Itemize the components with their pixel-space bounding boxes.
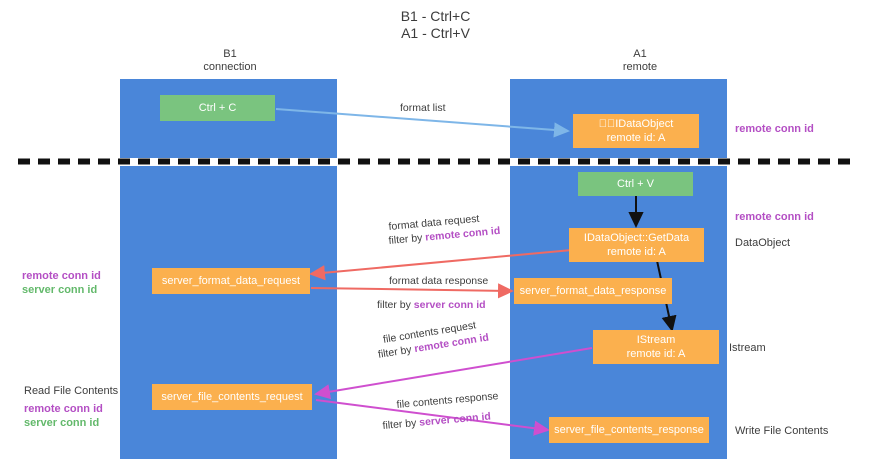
label-format-data-request-filter-prefix: filter by bbox=[388, 231, 426, 247]
note-left-server-conn-id-2: server conn id bbox=[24, 417, 100, 429]
note-dataobject: DataObject bbox=[735, 237, 791, 249]
note-left-remote-conn-id-1: remote conn id bbox=[22, 270, 101, 282]
note-remote-conn-id-mid: remote conn id bbox=[735, 211, 814, 223]
box-ctrl-v-label: Ctrl + V bbox=[617, 178, 654, 190]
title-line-1: B1 - Ctrl+C bbox=[400, 8, 471, 24]
box-istream-line-1: IStream bbox=[636, 334, 676, 346]
box-server-format-data-response[interactable]: server_format_data_response bbox=[514, 278, 672, 304]
box-server-format-data-request[interactable]: server_format_data_request bbox=[152, 268, 310, 294]
box-idataobject-line-2: remote id: A bbox=[606, 132, 666, 144]
label-format-data-response-filter-key: server conn id bbox=[413, 299, 486, 311]
box-server-file-contents-response[interactable]: server_file_contents_response bbox=[549, 417, 709, 443]
note-read-file-contents: Read File Contents bbox=[24, 385, 119, 397]
label-format-data-response: format data response bbox=[389, 275, 489, 287]
box-idataobject-getdata[interactable]: IDataObject::GetData remote id: A bbox=[569, 228, 704, 262]
diagram-title: B1 - Ctrl+C A1 - Ctrl+V bbox=[0, 8, 871, 42]
label-file-contents-request-filter-prefix: filter by bbox=[377, 343, 416, 361]
column-header-a1: A1 remote bbox=[560, 48, 720, 74]
box-ctrl-v[interactable]: Ctrl + V bbox=[578, 172, 693, 196]
box-server-format-data-response-label: server_format_data_response bbox=[519, 285, 667, 297]
label-format-list: format list bbox=[400, 102, 446, 114]
box-ctrl-c[interactable]: Ctrl + C bbox=[160, 95, 275, 121]
label-file-contents-response-filter: filter by server conn id bbox=[382, 410, 491, 433]
box-istream-line-2: remote id: A bbox=[626, 348, 686, 360]
note-remote-conn-id-top: remote conn id bbox=[735, 123, 814, 135]
note-left-remote-conn-id-2: remote conn id bbox=[24, 403, 103, 415]
box-server-file-contents-request[interactable]: server_file_contents_request bbox=[152, 384, 312, 410]
note-istream: Istream bbox=[729, 342, 766, 354]
box-istream[interactable]: IStream remote id: A bbox=[593, 330, 719, 364]
column-header-b1: B1 connection bbox=[150, 48, 310, 74]
box-getdata-line-2: remote id: A bbox=[607, 246, 666, 258]
column-header-a1-name: A1 bbox=[633, 48, 647, 60]
box-server-file-contents-request-label: server_file_contents_request bbox=[161, 391, 303, 403]
lane-b1-bottom bbox=[120, 166, 337, 459]
note-write-file-contents: Write File Contents bbox=[735, 425, 829, 437]
label-file-contents-response: file contents response bbox=[396, 390, 499, 411]
label-file-contents-response-filter-prefix: filter by bbox=[382, 416, 420, 432]
box-getdata-line-1: IDataObject::GetData bbox=[583, 232, 690, 244]
box-server-file-contents-response-label: server_file_contents_response bbox=[554, 424, 704, 436]
note-left-server-conn-id-1: server conn id bbox=[22, 284, 98, 296]
box-server-format-data-request-label: server_format_data_request bbox=[161, 275, 301, 287]
box-idataobject[interactable]: IDataObject remote id: A bbox=[573, 114, 699, 148]
column-header-a1-role: remote bbox=[622, 61, 658, 73]
column-header-b1-name: B1 bbox=[223, 48, 237, 60]
arrow-format-data-response bbox=[310, 283, 514, 299]
box-idataobject-line-1: IDataObject bbox=[599, 118, 674, 130]
label-format-data-response-filter: filter by server conn id bbox=[377, 298, 486, 312]
label-format-data-response-filter-prefix: filter by bbox=[377, 299, 414, 311]
column-header-b1-role: connection bbox=[203, 61, 257, 73]
label-file-contents-response-filter-key: server conn id bbox=[418, 410, 492, 429]
title-line-2: A1 - Ctrl+V bbox=[401, 25, 470, 41]
lane-a1-bottom bbox=[510, 166, 727, 459]
box-ctrl-c-label: Ctrl + C bbox=[198, 102, 237, 114]
